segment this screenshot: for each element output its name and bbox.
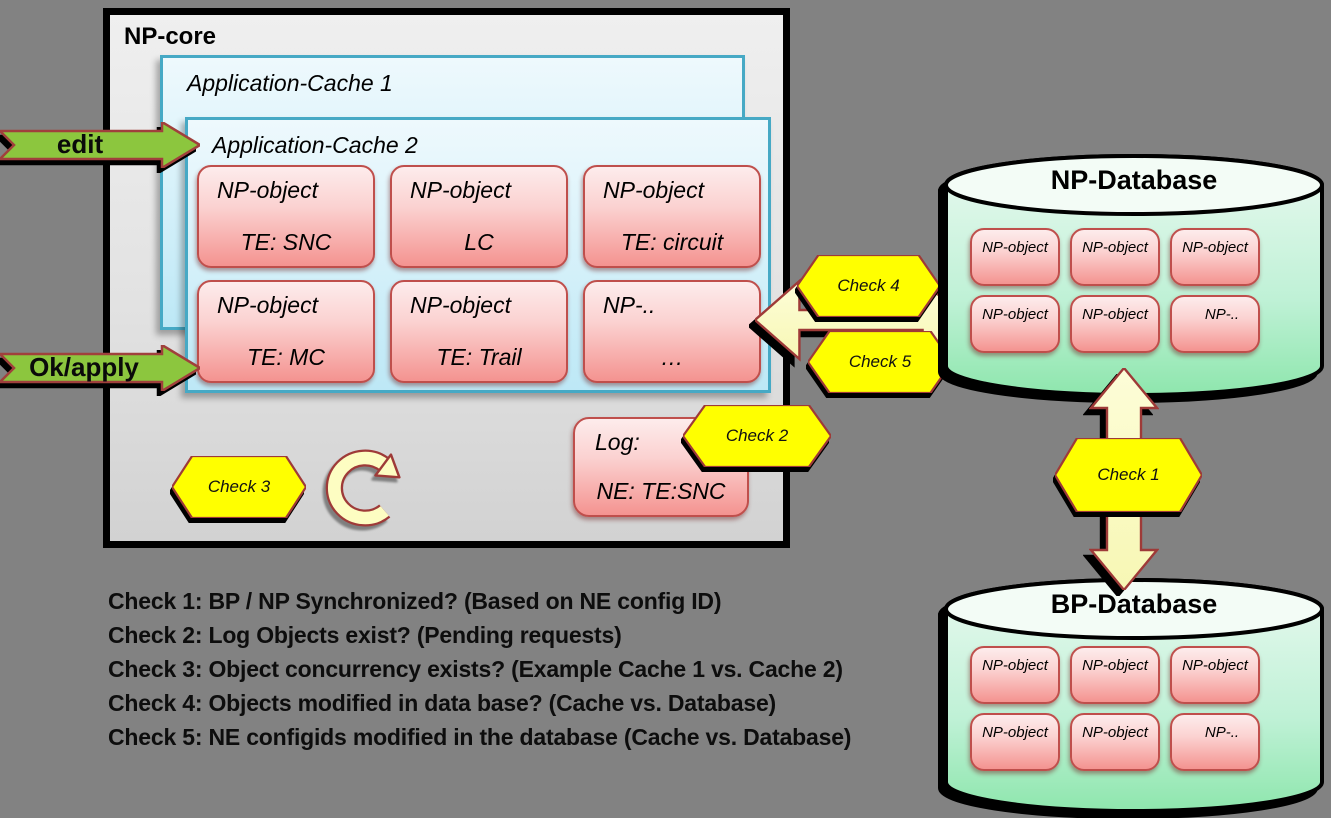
db-object-label: NP-object	[1082, 239, 1148, 256]
np-object-card-title: NP-object	[603, 177, 704, 203]
np-object-card-subtitle: TE: circuit	[620, 229, 724, 255]
log-box-subtitle: NE: TE:SNC	[596, 478, 726, 504]
check4-badge: Check 4	[797, 255, 940, 317]
check1-badge: Check 1	[1055, 438, 1202, 512]
bp-database: BP-Database NP-object NP-object NP-objec…	[941, 576, 1327, 816]
application-cache-2-label: Application-Cache 2	[212, 132, 418, 158]
db-object-card: NP-object	[970, 646, 1060, 704]
check5-badge: Check 5	[808, 331, 952, 393]
np-object-card-title: NP-..	[603, 292, 656, 318]
log-box: Log: NE: TE:SNC	[573, 417, 749, 517]
edit-arrow: edit	[0, 122, 200, 168]
db-object-label: NP-object	[1082, 657, 1148, 674]
np-object-card-te-trail: NP-object TE: Trail	[390, 280, 568, 383]
db-object-card: NP-object	[1070, 228, 1160, 286]
np-object-card-subtitle: …	[660, 344, 684, 370]
log-box-title: Log:	[595, 429, 640, 455]
db-object-label: NP-object	[982, 724, 1048, 741]
legend-line-check1: Check 1: BP / NP Synchronized? (Based on…	[108, 588, 722, 614]
ok-apply-arrow-label: Ok/apply	[29, 352, 139, 382]
np-object-card-title: NP-object	[217, 177, 318, 203]
np-object-card-title: NP-object	[217, 292, 318, 318]
db-object-card: NP-object	[1070, 646, 1160, 704]
cache-database-double-arrow-icon	[755, 277, 967, 363]
legend-line-check2: Check 2: Log Objects exist? (Pending req…	[108, 622, 622, 648]
db-object-card: NP-..	[1170, 713, 1260, 771]
db-object-label: NP-object	[1182, 239, 1248, 256]
legend-line-check4: Check 4: Objects modified in data base? …	[108, 690, 776, 716]
check3-badge: Check 3	[172, 456, 306, 518]
hexagon-shape	[808, 331, 952, 393]
check2-badge: Check 2	[683, 405, 831, 467]
check1-label: Check 1	[1097, 465, 1160, 484]
db-object-label: NP-object	[982, 239, 1048, 256]
check5-label: Check 5	[848, 352, 912, 371]
np-object-card-more: NP-.. …	[583, 280, 761, 383]
db-object-card: NP-object	[1170, 646, 1260, 704]
np-database-title: NP-Database	[1050, 165, 1218, 195]
np-object-card-subtitle: LC	[464, 229, 494, 255]
hexagon-shape	[1055, 438, 1202, 512]
np-object-card-title: NP-object	[410, 177, 511, 203]
ok-apply-arrow: Ok/apply	[0, 345, 200, 391]
db-object-card: NP-object	[970, 228, 1060, 286]
legend-line-check3: Check 3: Object concurrency exists? (Exa…	[108, 656, 843, 682]
np-object-card-te-mc: NP-object TE: MC	[197, 280, 375, 383]
hexagon-shape	[172, 456, 306, 518]
np-core-title: NP-core	[124, 23, 217, 50]
hexagon-shape	[683, 405, 831, 467]
db-object-card: NP-..	[1170, 295, 1260, 353]
np-object-card-te-snc: NP-object TE: SNC	[197, 165, 375, 268]
sync-loop-icon	[325, 449, 401, 527]
np-database: NP-Database NP-object NP-object NP-objec…	[941, 152, 1327, 400]
np-object-card-lc: NP-object LC	[390, 165, 568, 268]
application-cache-2: Application-Cache 2 NP-object TE: SNC NP…	[185, 117, 771, 393]
hexagon-shape	[797, 255, 940, 317]
legend: Check 1: BP / NP Synchronized? (Based on…	[108, 584, 851, 754]
np-object-card-subtitle: TE: SNC	[240, 229, 332, 255]
edit-arrow-label: edit	[56, 129, 104, 159]
db-object-label: NP-object	[1182, 657, 1248, 674]
np-object-card-te-circuit: NP-object TE: circuit	[583, 165, 761, 268]
check4-label: Check 4	[837, 276, 900, 295]
db-object-label: NP-object	[982, 306, 1048, 323]
np-object-card-subtitle: TE: Trail	[436, 344, 522, 370]
check2-label: Check 2	[725, 426, 789, 445]
application-cache-1-label: Application-Cache 1	[187, 70, 393, 96]
db-object-card: NP-object	[970, 713, 1060, 771]
db-object-card: NP-object	[1070, 713, 1160, 771]
db-object-card: NP-object	[1070, 295, 1160, 353]
db-object-label: NP-..	[1204, 306, 1240, 323]
db-object-label: NP-object	[982, 657, 1048, 674]
bp-database-title: BP-Database	[1050, 589, 1218, 619]
db-object-label: NP-object	[1082, 306, 1148, 323]
check3-label: Check 3	[207, 477, 271, 496]
legend-line-check5: Check 5: NE configids modified in the da…	[108, 724, 852, 750]
np-object-card-title: NP-object	[410, 292, 511, 318]
np-object-card-subtitle: TE: MC	[247, 344, 325, 370]
db-object-label: NP-object	[1082, 724, 1148, 741]
db-object-label: NP-..	[1204, 724, 1240, 741]
db-object-card: NP-object	[1170, 228, 1260, 286]
db-object-card: NP-object	[970, 295, 1060, 353]
